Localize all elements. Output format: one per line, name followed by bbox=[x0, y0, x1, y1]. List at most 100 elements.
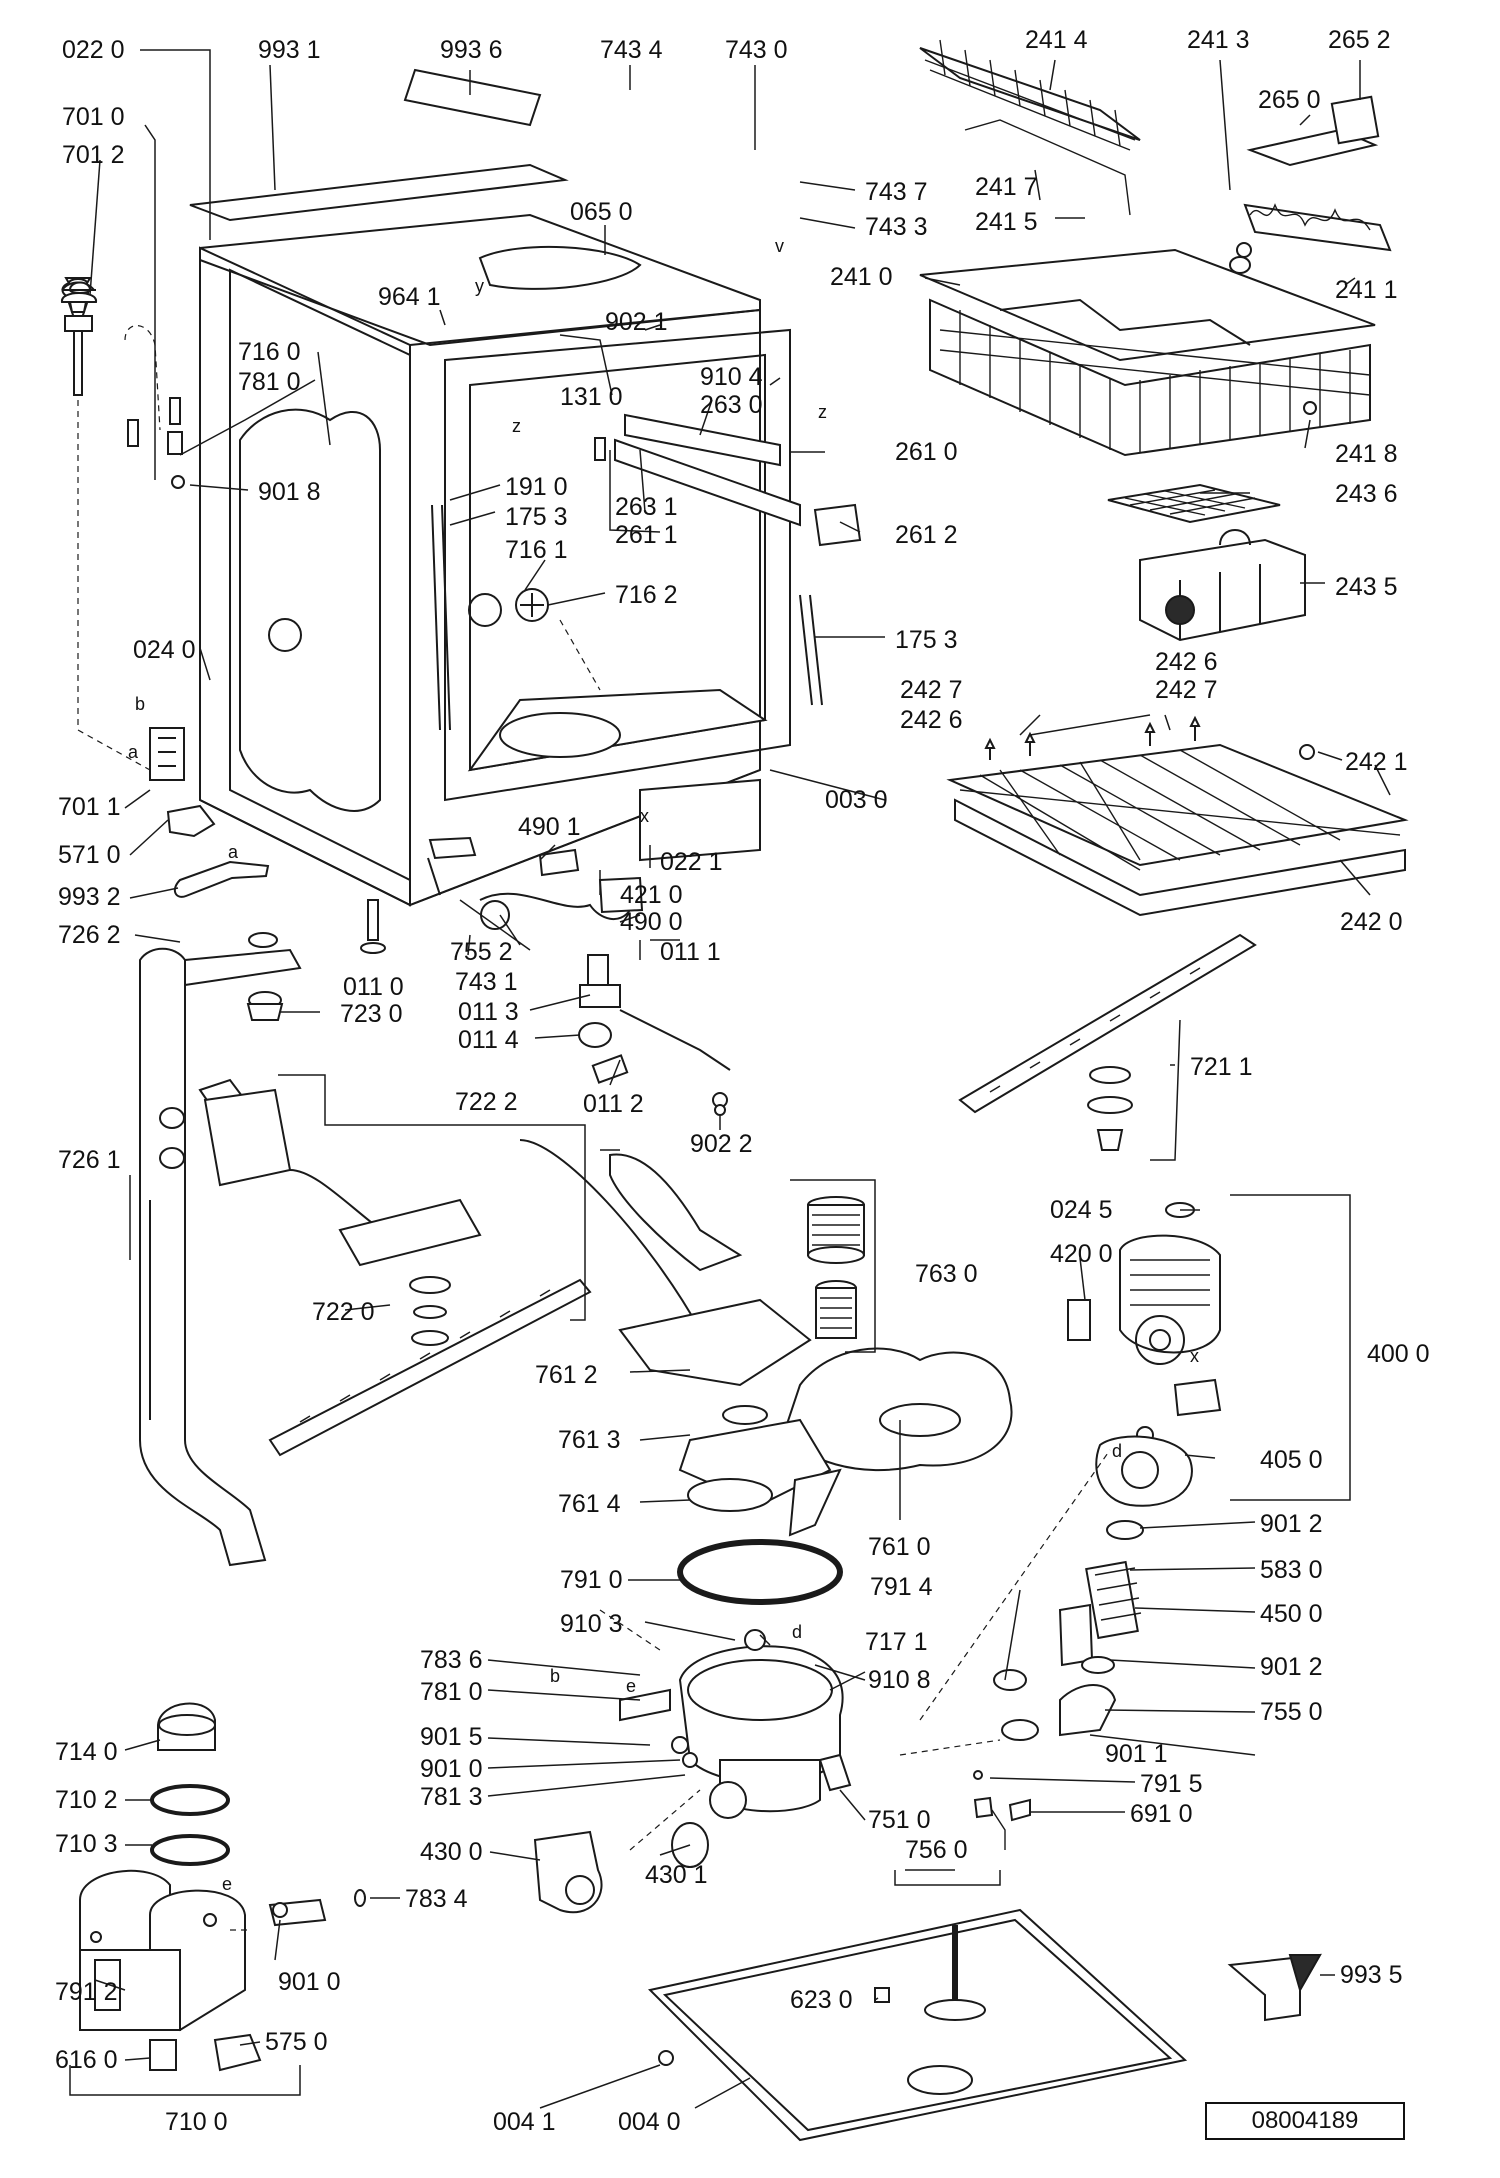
callout-241-5: 241 5 bbox=[975, 208, 1038, 236]
callout-405-0: 405 0 bbox=[1260, 1446, 1323, 1474]
callout-011-4: 011 4 bbox=[458, 1026, 519, 1054]
spray-arm-holder-722 bbox=[203, 1088, 701, 1457]
callout-242-7-left: 242 7 bbox=[900, 676, 963, 704]
callout-791-0: 791 0 bbox=[560, 1566, 623, 1594]
callout-743-4: 743 4 bbox=[600, 36, 663, 64]
sump-cover-761 bbox=[609, 1153, 1013, 1537]
funnel-993-5 bbox=[1227, 1953, 1322, 2022]
callout-910-8: 910 8 bbox=[868, 1666, 931, 1694]
callout-743-1: 743 1 bbox=[455, 968, 518, 996]
marker-letter: b bbox=[550, 1666, 560, 1686]
upper-spray-arm-721-1 bbox=[958, 933, 1257, 1151]
callout-623-0: 623 0 bbox=[790, 1986, 853, 2014]
hose-assembly-701 bbox=[61, 277, 185, 781]
cutlery-grid-243-6 bbox=[1107, 483, 1281, 524]
callout-761-0: 761 0 bbox=[868, 1533, 931, 1561]
callout-761-2: 761 2 bbox=[535, 1361, 598, 1389]
callout-421-0: 421 0 bbox=[620, 881, 683, 909]
marker-letter: e bbox=[626, 1676, 636, 1696]
callout-701-2: 701 2 bbox=[62, 141, 125, 169]
callout-571-0: 571 0 bbox=[58, 841, 121, 869]
callout-755-2: 755 2 bbox=[450, 938, 513, 966]
filter-763-0 bbox=[807, 1196, 865, 1339]
callout-241-8: 241 8 bbox=[1335, 440, 1398, 468]
drain-pump-430-0 bbox=[533, 1822, 709, 1914]
callout-701-0: 701 0 bbox=[62, 103, 125, 131]
callout-993-6: 993 6 bbox=[440, 36, 503, 64]
callout-993-5: 993 5 bbox=[1340, 1961, 1403, 1989]
callout-710-2: 710 2 bbox=[55, 1786, 118, 1814]
marker-letter: e bbox=[222, 1874, 232, 1894]
marker-letter: y bbox=[475, 276, 484, 296]
assembly-lines bbox=[230, 619, 1111, 1931]
callout-265-2: 265 2 bbox=[1328, 26, 1391, 54]
callout-011-2: 011 2 bbox=[583, 1090, 644, 1118]
callout-400-0: 400 0 bbox=[1367, 1340, 1430, 1368]
sump-751-0 bbox=[619, 1629, 852, 1819]
callout-761-4: 761 4 bbox=[558, 1490, 621, 1518]
callout-490-0: 490 0 bbox=[620, 908, 683, 936]
callout-726-2: 726 2 bbox=[58, 921, 121, 949]
callout-710-3: 710 3 bbox=[55, 1830, 118, 1858]
callout-242-7-right: 242 7 bbox=[1155, 676, 1218, 704]
callout-242-0: 242 0 bbox=[1340, 908, 1403, 936]
callout-241-1: 241 1 bbox=[1335, 276, 1398, 304]
marker-letter: d bbox=[792, 1622, 802, 1642]
callout-242-6-top: 242 6 bbox=[1155, 648, 1218, 676]
group-brackets bbox=[69, 1019, 1351, 2096]
callout-261-0: 261 0 bbox=[895, 438, 958, 466]
callout-241-7: 241 7 bbox=[975, 173, 1038, 201]
callout-490-1: 490 1 bbox=[518, 813, 581, 841]
callout-011-1: 011 1 bbox=[660, 938, 721, 966]
callout-714-0: 714 0 bbox=[55, 1738, 118, 1766]
callout-420-0: 420 0 bbox=[1050, 1240, 1113, 1268]
callout-242-6-left: 242 6 bbox=[900, 706, 963, 734]
feet-and-leveling bbox=[360, 836, 731, 1116]
callout-265-0: 265 0 bbox=[1258, 86, 1321, 114]
callout-022-1: 022 1 bbox=[660, 848, 723, 876]
callout-261-2: 261 2 bbox=[895, 521, 958, 549]
marker-letter: z bbox=[818, 402, 827, 422]
document-number: 08004189 bbox=[1251, 2107, 1359, 2134]
basket-rack-265 bbox=[1236, 95, 1392, 258]
callout-901-2-bottom: 901 2 bbox=[1260, 1653, 1323, 1681]
callout-791-2: 791 2 bbox=[55, 1978, 118, 2006]
callout-717-1: 717 1 bbox=[865, 1628, 928, 1656]
upper-basket-241-0 bbox=[919, 248, 1376, 457]
connector-571-and-wrench-993-2 bbox=[166, 804, 270, 898]
callout-022-0: 022 0 bbox=[62, 36, 125, 64]
callout-191-0: 191 0 bbox=[505, 473, 568, 501]
callout-003-0: 003 0 bbox=[825, 786, 888, 814]
callout-261-1: 261 1 bbox=[615, 521, 678, 549]
base-plate-004-0 bbox=[647, 1908, 1188, 2142]
callout-241-4: 241 4 bbox=[1025, 26, 1088, 54]
callout-910-3: 910 3 bbox=[560, 1610, 623, 1638]
callout-024-5: 024 5 bbox=[1050, 1196, 1113, 1224]
callout-756-0: 756 0 bbox=[905, 1836, 968, 1864]
callout-902-2: 902 2 bbox=[690, 1130, 753, 1158]
callout-910-4: 910 4 bbox=[700, 363, 763, 391]
callout-993-1: 993 1 bbox=[258, 36, 321, 64]
marker-letter: a bbox=[228, 842, 239, 862]
callout-716-0: 716 0 bbox=[238, 338, 301, 366]
callout-575-0: 575 0 bbox=[265, 2028, 328, 2056]
callout-722-2: 722 2 bbox=[455, 1088, 518, 1116]
callout-004-1: 004 1 bbox=[493, 2108, 556, 2136]
callout-430-0: 430 0 bbox=[420, 1838, 483, 1866]
callout-716-1: 716 1 bbox=[505, 536, 568, 564]
callout-726-1: 726 1 bbox=[58, 1146, 121, 1174]
callout-993-2: 993 2 bbox=[58, 883, 121, 911]
callout-721-1: 721 1 bbox=[1190, 1053, 1253, 1081]
callout-722-0: 722 0 bbox=[312, 1298, 375, 1326]
marker-letter: a bbox=[128, 742, 139, 762]
callout-004-0: 004 0 bbox=[618, 2108, 681, 2136]
callout-901-5: 901 5 bbox=[420, 1723, 483, 1751]
callout-024-0: 024 0 bbox=[133, 636, 196, 664]
callout-labels: 022 0 993 1 993 6 743 4 743 0 241 4 241 … bbox=[55, 26, 1430, 2136]
callout-011-0: 011 0 bbox=[343, 973, 404, 1001]
lower-basket-242-0 bbox=[946, 715, 1409, 917]
callout-430-1: 430 1 bbox=[645, 1861, 708, 1889]
letter-markers: b a a z z x x d d b e e y v bbox=[128, 236, 1199, 1894]
sensor-691-0 bbox=[973, 1770, 1031, 1850]
